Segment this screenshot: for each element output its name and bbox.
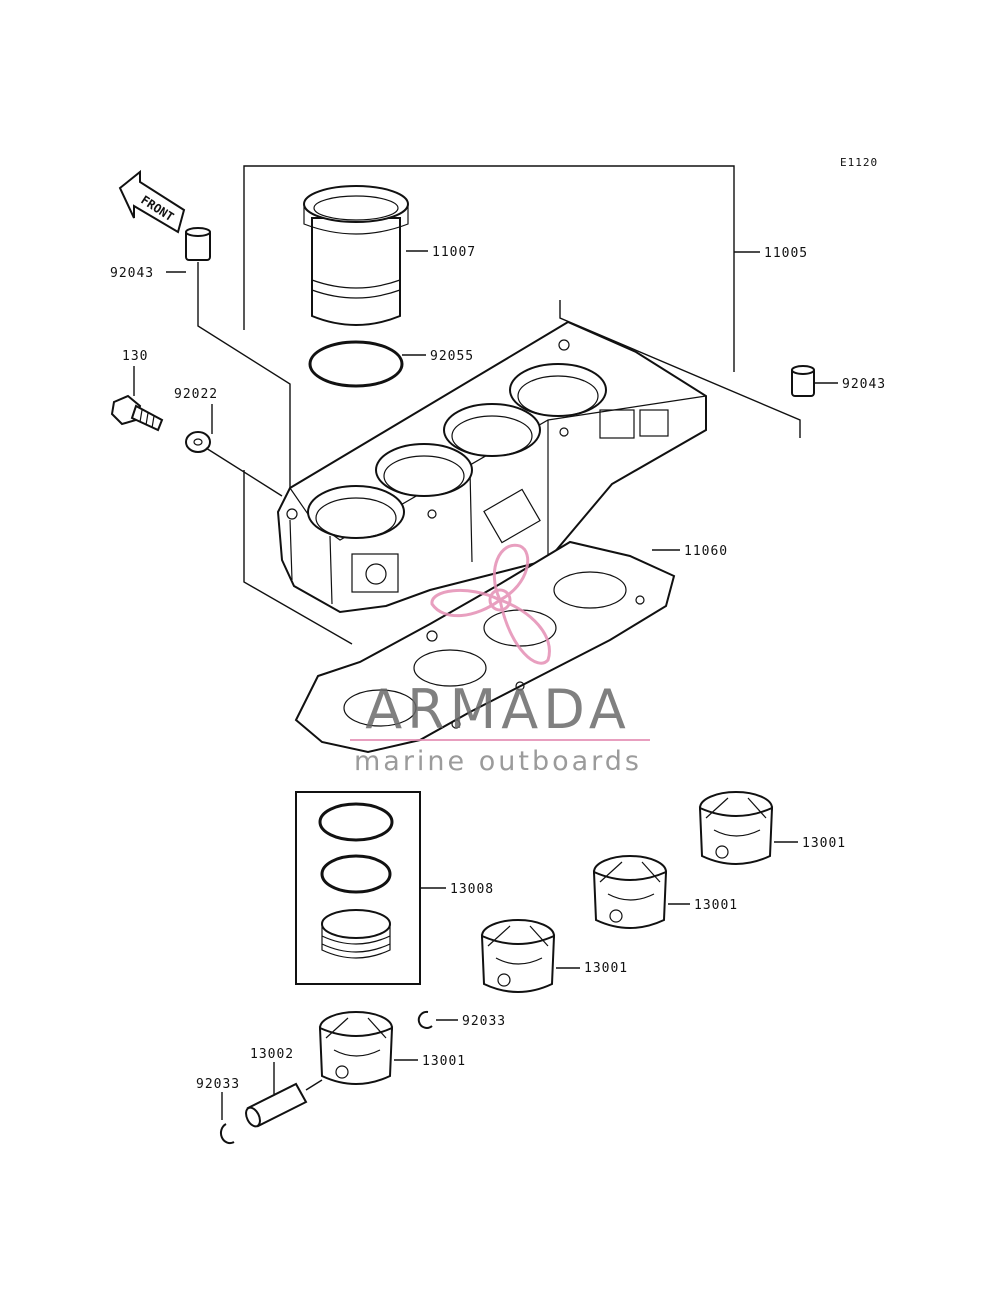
callout-92043-right: 92043 — [842, 377, 886, 392]
watermark-tagline: marine outboards — [354, 746, 642, 777]
piston-ring-set — [295, 791, 446, 985]
piston-a — [698, 791, 798, 865]
watermark: ARMADA marine outboards — [350, 543, 650, 777]
watermark-brand: ARMADA — [365, 678, 631, 741]
cylinder-liner — [303, 185, 409, 326]
piston-d — [318, 1011, 418, 1085]
group-bracket-11005 — [243, 165, 801, 645]
o-ring — [308, 340, 404, 388]
piston-c — [480, 919, 580, 993]
bolt — [110, 366, 164, 432]
head-gasket — [294, 540, 680, 754]
callout-13008: 13008 — [450, 882, 494, 897]
front-arrow-icon: FRONT — [118, 169, 186, 234]
dowel-pin-left — [166, 227, 291, 488]
callout-92033-right: 92033 — [462, 1014, 506, 1029]
dowel-pin-right — [791, 365, 838, 397]
callout-92033-left: 92033 — [196, 1077, 240, 1092]
callout-92022: 92022 — [174, 387, 218, 402]
washer — [185, 404, 283, 497]
piston-pin — [245, 1062, 323, 1128]
piston-b — [592, 855, 690, 929]
callout-13001-a: 13001 — [802, 836, 846, 851]
callout-13001-d: 13001 — [422, 1054, 466, 1069]
callout-11060: 11060 — [684, 544, 728, 559]
callout-92055: 92055 — [430, 349, 474, 364]
callout-130: 130 — [122, 349, 148, 364]
circlip-right — [417, 1010, 458, 1029]
callout-11005: 11005 — [764, 246, 808, 261]
callout-13001-c: 13001 — [584, 961, 628, 976]
callout-11007: 11007 — [432, 245, 476, 260]
callout-13001-b: 13001 — [694, 898, 738, 913]
diagram-code: E1120 — [840, 156, 878, 169]
propeller-logo-icon — [430, 543, 551, 665]
callout-92043-left: 92043 — [110, 266, 154, 281]
callout-13002: 13002 — [250, 1047, 294, 1062]
circlip-left — [219, 1092, 235, 1145]
cylinder-block — [276, 320, 707, 614]
